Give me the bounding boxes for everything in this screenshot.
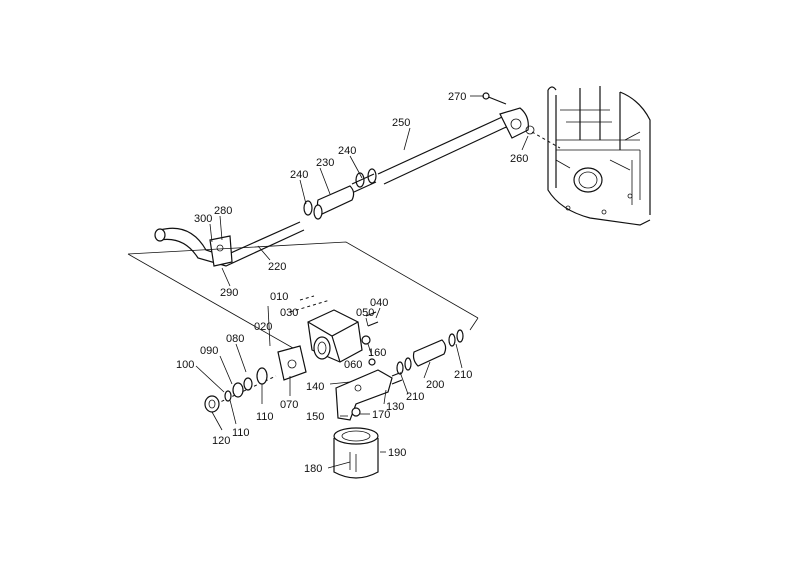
label-160: 160 xyxy=(368,347,386,359)
label-110-right: 110 xyxy=(256,411,274,423)
label-100: 100 xyxy=(176,359,194,371)
label-240-lower: 240 xyxy=(290,169,308,181)
label-270: 270 xyxy=(448,91,466,103)
label-260: 260 xyxy=(510,153,528,165)
label-070: 070 xyxy=(280,399,298,411)
label-300: 300 xyxy=(194,213,212,225)
label-110-left: 110 xyxy=(232,427,250,439)
label-220: 220 xyxy=(268,261,286,273)
label-200: 200 xyxy=(426,379,444,391)
label-210-right: 210 xyxy=(454,369,472,381)
label-210-left: 210 xyxy=(406,391,424,403)
label-190: 190 xyxy=(388,447,406,459)
hydraulic-pump xyxy=(277,295,379,381)
label-280: 280 xyxy=(214,205,232,217)
label-130: 130 xyxy=(386,401,404,413)
label-050: 050 xyxy=(356,307,374,319)
suction-pipe xyxy=(154,92,561,267)
label-290: 290 xyxy=(220,287,238,299)
label-080: 080 xyxy=(226,333,244,345)
label-150: 150 xyxy=(306,411,324,423)
label-230: 230 xyxy=(316,157,334,169)
leader-lines xyxy=(195,95,529,469)
transmission-case xyxy=(547,86,651,226)
label-120: 120 xyxy=(212,435,230,447)
label-250: 250 xyxy=(392,117,410,129)
label-020: 020 xyxy=(254,321,272,333)
label-140: 140 xyxy=(306,381,324,393)
label-040: 040 xyxy=(370,297,388,309)
label-240-upper: 240 xyxy=(338,145,356,157)
part-labels: 270 250 260 240 230 240 280 300 220 290 … xyxy=(176,91,528,475)
label-090: 090 xyxy=(200,345,218,357)
label-180: 180 xyxy=(304,463,322,475)
label-030: 030 xyxy=(280,307,298,319)
assembly-outline xyxy=(127,241,479,353)
shaft-stack xyxy=(204,367,277,413)
label-010: 010 xyxy=(270,291,288,303)
filter-assembly xyxy=(333,329,464,479)
label-170: 170 xyxy=(372,409,390,421)
label-060: 060 xyxy=(344,359,362,371)
